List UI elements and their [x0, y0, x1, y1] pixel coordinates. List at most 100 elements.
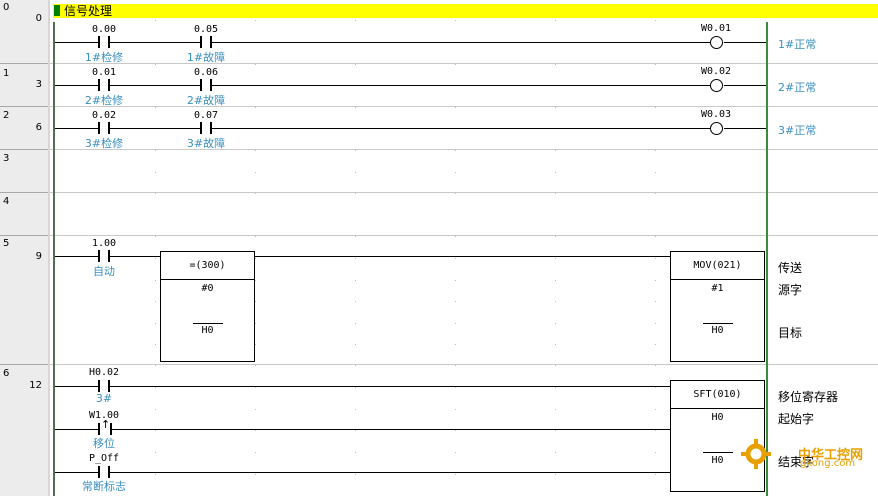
grid-dot: [255, 193, 256, 194]
grid-dot: [455, 301, 456, 302]
grid-dot: [155, 20, 156, 21]
grid-dot: [255, 301, 256, 302]
grid-dot: [455, 430, 456, 431]
contact-address: W1.00: [88, 410, 120, 421]
mov-block[interactable]: MOV(021) #1 H0: [670, 251, 765, 362]
watermark-domain: gkong.com: [800, 458, 856, 469]
row-number[interactable]: 5: [3, 238, 10, 249]
grid-dot: [555, 236, 556, 237]
coil-address: W0.03: [700, 109, 732, 120]
grid-dot: [655, 258, 656, 259]
grid-dot: [155, 172, 156, 173]
grid-dot: [155, 323, 156, 324]
grid-dot: [455, 452, 456, 453]
contact-gap: [98, 422, 112, 435]
contact-comment: 3#: [95, 392, 113, 405]
row-separator: [0, 192, 48, 193]
grid-dot: [655, 236, 656, 237]
contact-comment: 移位: [93, 437, 115, 450]
contact-gap: [100, 380, 108, 392]
sft-label: 移位寄存器: [778, 390, 839, 404]
grid-dot: [455, 323, 456, 324]
grid-dot: [255, 323, 256, 324]
contact-comment: 1#检修: [84, 51, 124, 64]
rung-wire: [724, 128, 766, 129]
grid-dot: [255, 344, 256, 345]
grid-dot: [555, 409, 556, 410]
grid-dot: [355, 172, 356, 173]
gutter-divider: [48, 0, 50, 496]
grid-dot: [355, 150, 356, 151]
grid-dot: [555, 20, 556, 21]
grid-dot: [455, 280, 456, 281]
mov-label: 传送: [778, 261, 803, 275]
contact-comment: 自动: [93, 265, 115, 278]
contact-bar-left: [98, 122, 100, 134]
contact-gap: [202, 79, 210, 91]
grid-dot: [255, 430, 256, 431]
row-separator: [0, 364, 48, 365]
grid-dot: [355, 193, 356, 194]
section-header[interactable]: [53, 4, 878, 18]
coil-icon: [710, 36, 723, 49]
grid-dot: [155, 64, 156, 65]
rung-separator: [50, 364, 878, 365]
grid-dot: [455, 258, 456, 259]
rung-separator: [50, 106, 878, 107]
compare-operand-1: #0: [201, 283, 214, 294]
grid-dot: [255, 20, 256, 21]
row-number[interactable]: 0: [3, 2, 10, 13]
grid-dot: [255, 236, 256, 237]
rung-wire: [55, 472, 670, 473]
grid-dot: [355, 387, 356, 388]
grid-dot: [355, 323, 356, 324]
grid-dot: [455, 193, 456, 194]
contact-bar-left: [98, 380, 100, 392]
grid-dot: [555, 172, 556, 173]
rung-wire: [254, 256, 670, 257]
contact-address: 0.05: [193, 24, 219, 35]
sft-block[interactable]: SFT(010) H0 H0: [670, 380, 765, 492]
grid-dot: [355, 236, 356, 237]
contact-address: 0.01: [91, 67, 117, 78]
grid-dot: [155, 301, 156, 302]
coil-comment: 2#正常: [778, 81, 817, 94]
watermark-title: 中华工控网: [798, 448, 864, 463]
grid-dot: [555, 64, 556, 65]
grid-dot: [555, 430, 556, 431]
row-separator: [0, 63, 48, 64]
compare-block[interactable]: =(300) #0 H0: [160, 251, 255, 362]
step-number: 9: [35, 251, 42, 262]
grid-dot: [155, 280, 156, 281]
grid-dot: [655, 193, 656, 194]
grid-dot: [455, 474, 456, 475]
grid-dot: [355, 474, 356, 475]
contact-bar-right: [108, 36, 110, 48]
row-number[interactable]: 3: [3, 153, 10, 164]
grid-dot: [555, 323, 556, 324]
rung-wire: [55, 429, 670, 430]
grid-dot: [555, 301, 556, 302]
rung-separator: [50, 149, 878, 150]
contact-bar-left: [98, 36, 100, 48]
grid-dot: [455, 344, 456, 345]
row-number[interactable]: 2: [3, 110, 10, 121]
contact-bar-right: [108, 250, 110, 262]
grid-dot: [555, 365, 556, 366]
row-number[interactable]: 6: [3, 368, 10, 379]
grid-dot: [155, 344, 156, 345]
operand-overline: [703, 452, 733, 453]
grid-dot: [355, 301, 356, 302]
grid-dot: [255, 150, 256, 151]
row-number[interactable]: 1: [3, 68, 10, 79]
contact-gap: [100, 36, 108, 48]
grid-dot: [355, 107, 356, 108]
contact-bar-left: [200, 122, 202, 134]
grid-dot: [155, 452, 156, 453]
grid-dot: [155, 236, 156, 237]
destination-label: 目标: [778, 326, 803, 340]
step-number: 0: [35, 13, 42, 24]
row-separator: [0, 149, 48, 150]
row-number[interactable]: 4: [3, 196, 10, 207]
grid-dot: [255, 387, 256, 388]
